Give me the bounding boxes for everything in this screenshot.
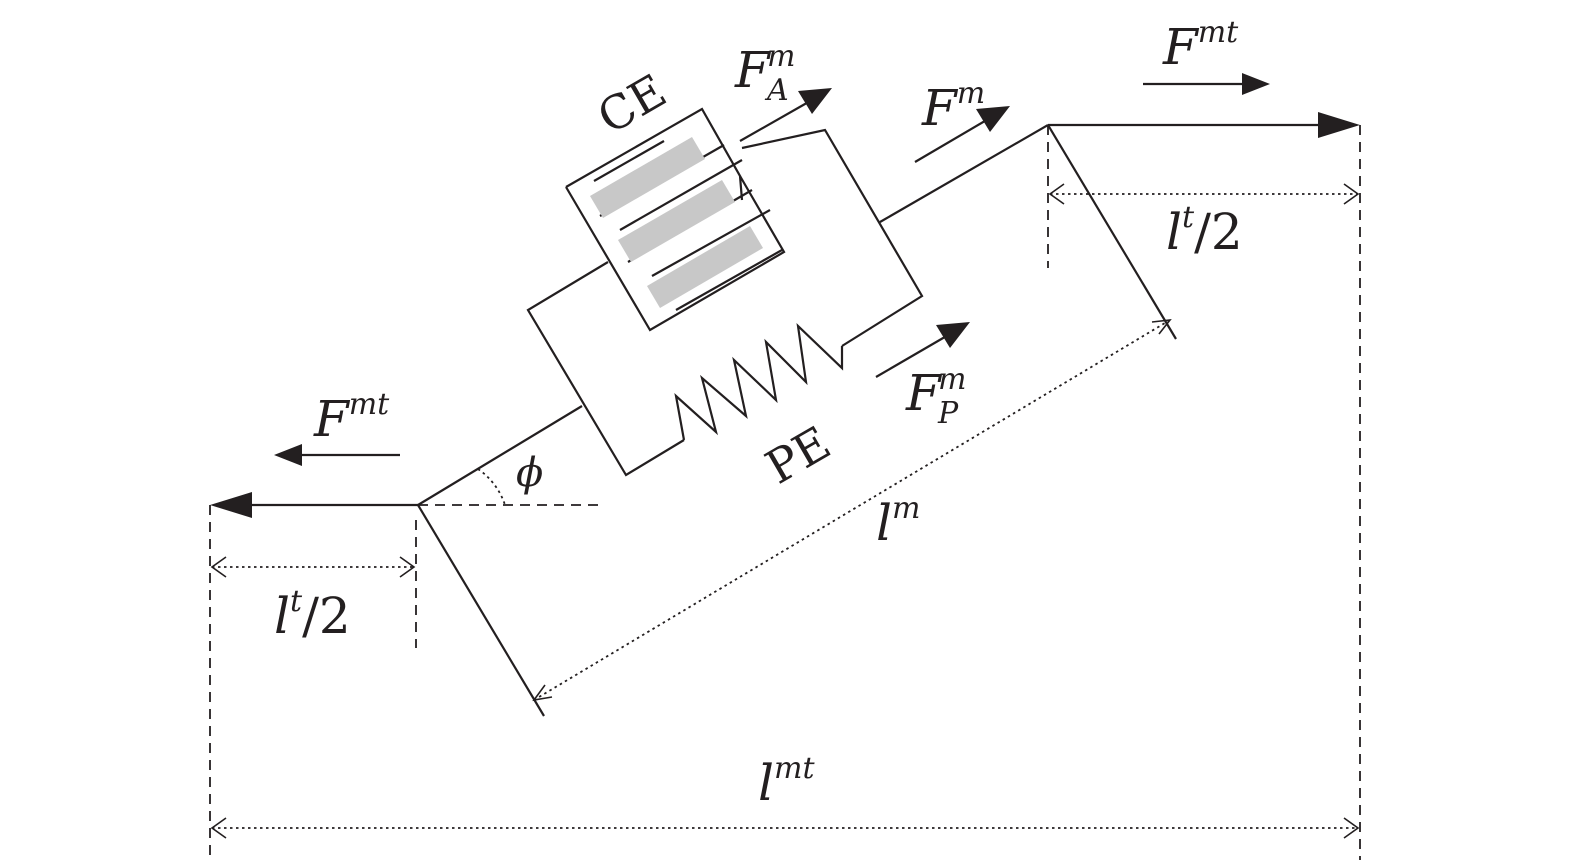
fm-label: Fm xyxy=(921,76,985,137)
left-tendon-arrowhead xyxy=(210,492,252,518)
fma-label: F m A xyxy=(734,39,795,108)
svg-text:F: F xyxy=(905,364,943,422)
svg-text:m: m xyxy=(938,362,966,397)
lt-left-dimension xyxy=(210,556,416,578)
svg-text:A: A xyxy=(764,73,789,108)
ce-bar-1 xyxy=(590,137,705,218)
pe-label: PE xyxy=(757,415,840,494)
fiber-right-connector xyxy=(879,124,1049,223)
lm-dimension xyxy=(532,318,1172,702)
pennation-angle-arc xyxy=(477,468,506,506)
fmt-right-label: Fmt xyxy=(1162,15,1239,76)
lm-left-perpendicular xyxy=(417,504,545,717)
lmt-dimension xyxy=(210,817,1360,839)
phi-label: ϕ xyxy=(516,450,543,496)
right-tendon-arrowhead xyxy=(1318,112,1360,138)
fiber-left-connector xyxy=(417,405,583,506)
dimension-lines xyxy=(209,125,1361,860)
fmt-left-arrow xyxy=(274,444,400,466)
lm-label: lm xyxy=(876,491,920,552)
lt-right-label: lt/2 xyxy=(1166,200,1243,261)
lmt-label: lmt xyxy=(758,751,815,812)
parallel-frame xyxy=(526,261,685,477)
lm-right-perpendicular xyxy=(1047,124,1177,340)
lt-right-dimension xyxy=(1048,183,1360,205)
ce-bar-2 xyxy=(618,180,735,262)
pe-spring xyxy=(674,323,844,441)
left-tendon xyxy=(210,492,418,518)
fmp-label: F m P xyxy=(905,362,966,431)
muscle-fiber xyxy=(417,124,1049,506)
fma-arrow xyxy=(739,88,832,142)
ce-bar-3 xyxy=(647,226,763,308)
lt-left-label: lt/2 xyxy=(274,584,351,645)
ce-element xyxy=(565,107,786,332)
svg-text:m: m xyxy=(767,39,795,74)
fmp-arrow xyxy=(875,322,970,378)
fm-arrow xyxy=(914,106,1010,163)
svg-text:P: P xyxy=(937,396,959,431)
svg-text:F: F xyxy=(734,41,772,99)
right-tendon xyxy=(1048,112,1360,138)
fmt-left-label: Fmt xyxy=(313,387,390,448)
fmt-right-arrow xyxy=(1143,73,1270,95)
